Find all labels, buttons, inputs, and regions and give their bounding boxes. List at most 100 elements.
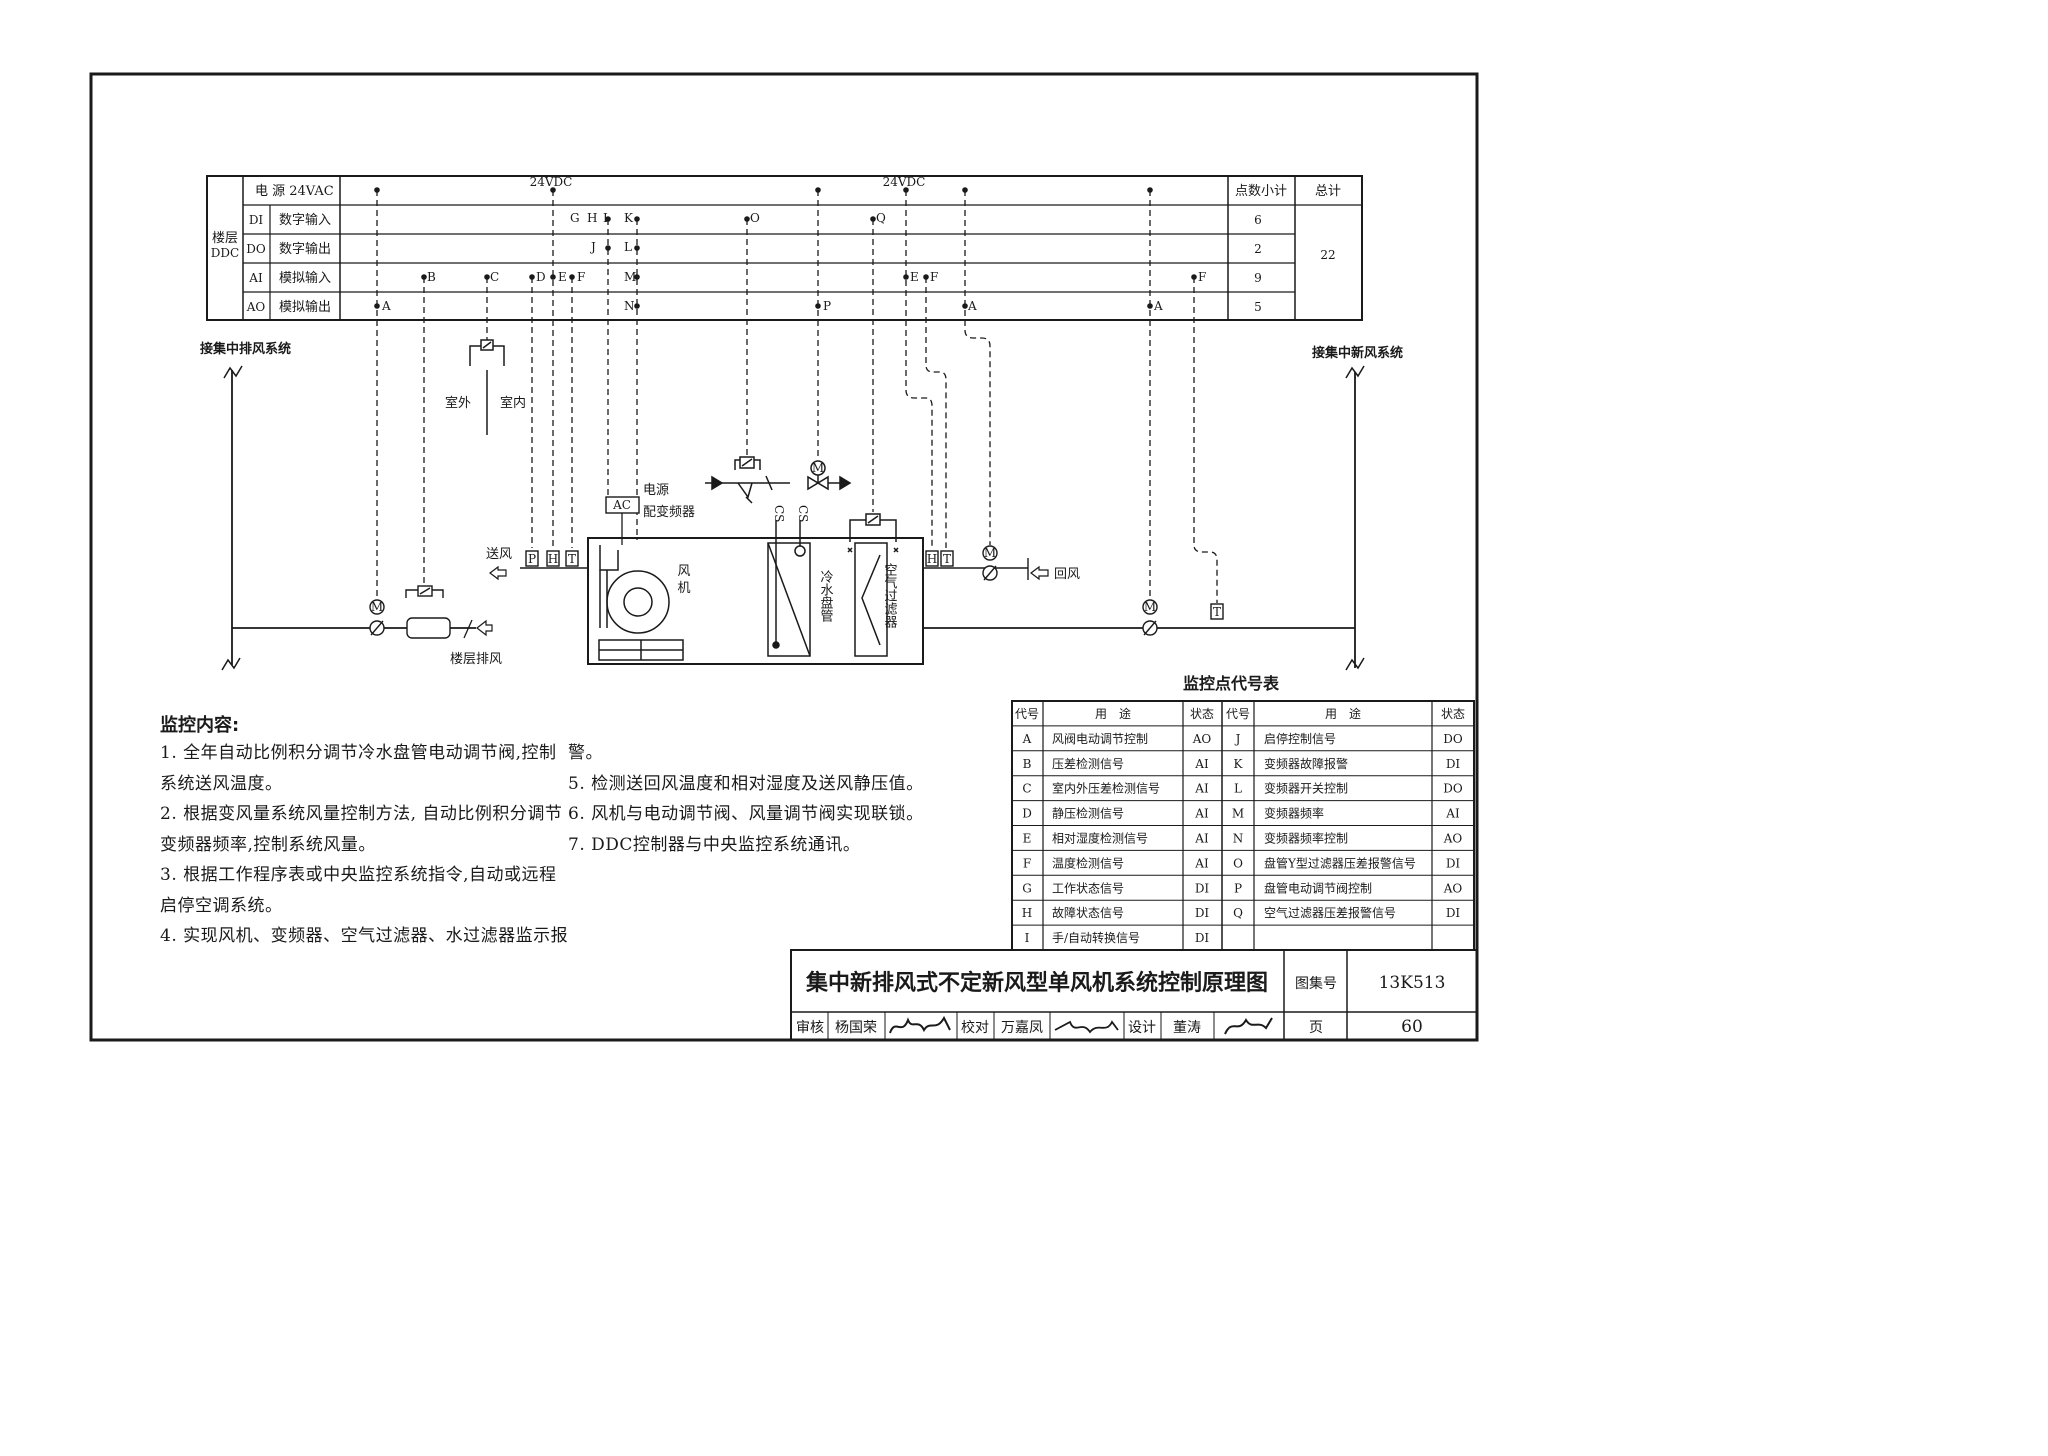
fresh-connect-label: 接集中新风系统 xyxy=(1312,345,1403,361)
indoor-label: 室内 xyxy=(500,395,526,411)
ddc-row-ai-name: 模拟输入 xyxy=(279,270,331,286)
code-cell: P xyxy=(1234,881,1242,895)
fan-label-1: 风 xyxy=(677,564,690,579)
state-cell: AI xyxy=(1194,757,1209,771)
page-label: 页 xyxy=(1309,1020,1323,1036)
state-cell: DI xyxy=(1195,881,1210,895)
use-cell: 盘管Y型过滤器压差报警信号 xyxy=(1264,855,1416,870)
cs-label-2: CS xyxy=(796,505,810,522)
use-cell: 温度检测信号 xyxy=(1052,855,1124,870)
floor-exhaust-arrow xyxy=(476,619,493,637)
chilled-water-control-valve xyxy=(807,460,852,491)
pt-Q: Q xyxy=(876,211,886,225)
code-cell: F xyxy=(1023,856,1031,870)
supply-air-arrow xyxy=(489,565,507,581)
supply-air-label: 送风 xyxy=(486,547,512,562)
ddc-row-ao-code: AO xyxy=(246,300,266,314)
ddc-point-letters: A B C D E F G H I K J L M N O P Q E F A … xyxy=(381,211,1206,313)
ddc-row-di-code: DI xyxy=(249,213,264,227)
use-cell: 变频器频率控制 xyxy=(1264,831,1348,846)
notes-column-1: 1. 全年自动比例积分调节冷水盘管电动调节阀,控制系统送风温度。2. 根据变风量… xyxy=(160,738,568,952)
code-cell: B xyxy=(1023,757,1032,771)
ddc-total-value: 22 xyxy=(1320,248,1335,262)
exhaust-connect-label: 接集中排风系统 xyxy=(200,341,291,357)
use-cell: 变频器开关控制 xyxy=(1264,781,1348,796)
outdoor-label: 室外 xyxy=(445,395,471,411)
fresh-damper-m: M xyxy=(1144,600,1156,614)
v24dc-label-2: 24VDC xyxy=(883,175,926,189)
code-cell: E xyxy=(1023,832,1032,846)
exhaust-damper-m: M xyxy=(371,600,383,614)
use-cell: 压差检测信号 xyxy=(1052,756,1124,771)
ddc-count-di: 6 xyxy=(1254,213,1262,227)
code-cell: M xyxy=(1232,807,1244,821)
ddc-point-table xyxy=(206,175,1363,321)
supply-sensor-t: T xyxy=(568,552,576,566)
code-cell: L xyxy=(1234,782,1242,796)
codes-header-code: 代号 xyxy=(1015,707,1039,721)
pt-F-2: F xyxy=(930,270,938,284)
note-line: 警。 xyxy=(568,743,603,763)
code-cell: H xyxy=(1022,906,1032,920)
note-line: 1. 全年自动比例积分调节冷水盘管电动调节阀,控制 xyxy=(160,743,557,763)
signal-wires xyxy=(376,190,1218,603)
use-cell: 静压检测信号 xyxy=(1052,806,1124,821)
return-damper-m: M xyxy=(984,546,996,560)
code-cell: Q xyxy=(1233,906,1243,920)
use-cell: 室内外压差检测信号 xyxy=(1052,781,1160,796)
state-cell: DO xyxy=(1443,732,1463,746)
fresh-air-damper xyxy=(1142,599,1158,636)
state-cell: DI xyxy=(1446,856,1461,870)
codes-header-use: 用 途 xyxy=(1325,706,1361,721)
state-cell: AI xyxy=(1194,782,1209,796)
use-cell: 空气过滤器压差报警信号 xyxy=(1264,905,1396,920)
check-label: 校对 xyxy=(961,1019,989,1036)
ddc-row-do-name: 数字输出 xyxy=(279,241,331,257)
pt-P: P xyxy=(823,299,831,313)
pt-H: H xyxy=(587,211,597,225)
note-line: 7. DDC控制器与中央监控系统通讯。 xyxy=(568,834,861,855)
use-cell: 相对湿度检测信号 xyxy=(1052,831,1148,846)
state-cell: AI xyxy=(1194,832,1209,846)
ddc-count-do: 2 xyxy=(1254,242,1262,256)
pt-N: N xyxy=(624,299,635,313)
return-air-label: 回风 xyxy=(1054,567,1080,582)
ddc-connection-dots xyxy=(374,187,1197,309)
pt-B: B xyxy=(427,270,436,284)
review-label: 审核 xyxy=(796,1020,824,1036)
state-cell: DI xyxy=(1446,757,1461,771)
atlas-no-label: 图集号 xyxy=(1295,975,1337,992)
state-cell: AO xyxy=(1443,832,1463,846)
codes-table-title: 监控点代号表 xyxy=(1183,674,1280,693)
pt-E: E xyxy=(558,270,567,284)
note-line: 4. 实现风机、变频器、空气过滤器、水过滤器监示报 xyxy=(160,926,569,946)
pt-A-3: A xyxy=(1153,299,1163,313)
code-cell: I xyxy=(1025,931,1030,945)
fan-section xyxy=(598,545,684,661)
pt-M: M xyxy=(624,270,636,284)
notes-title: 监控内容: xyxy=(160,715,240,736)
floor-exhaust-label: 楼层排风 xyxy=(450,652,502,667)
ddc-count-ai: 9 xyxy=(1254,271,1262,285)
ddc-row-ai-code: AI xyxy=(248,271,263,285)
ddc-row-do-code: DO xyxy=(246,242,266,256)
pt-F-1: F xyxy=(577,270,585,284)
ddc-row-power-name: 电 源 24VAC xyxy=(255,184,334,199)
use-cell: 变频器频率 xyxy=(1264,806,1324,821)
pt-A-1: A xyxy=(381,299,391,313)
reviewer-signature xyxy=(889,1015,951,1034)
codes-header-use: 用 途 xyxy=(1095,706,1131,721)
code-cell: A xyxy=(1022,732,1032,746)
code-cell: D xyxy=(1022,807,1032,821)
pt-G: G xyxy=(570,211,580,225)
use-cell: 故障状态信号 xyxy=(1052,905,1124,920)
fresh-temp-sensor xyxy=(1210,603,1224,620)
fresh-temp-t: T xyxy=(1213,605,1221,619)
state-cell: AI xyxy=(1194,807,1209,821)
use-cell: 工作状态信号 xyxy=(1052,881,1124,895)
return-sensors xyxy=(923,550,1029,580)
pt-C: C xyxy=(490,270,499,284)
checker-signature xyxy=(1054,1020,1119,1034)
coil-label: 冷水盘管 xyxy=(818,570,834,623)
